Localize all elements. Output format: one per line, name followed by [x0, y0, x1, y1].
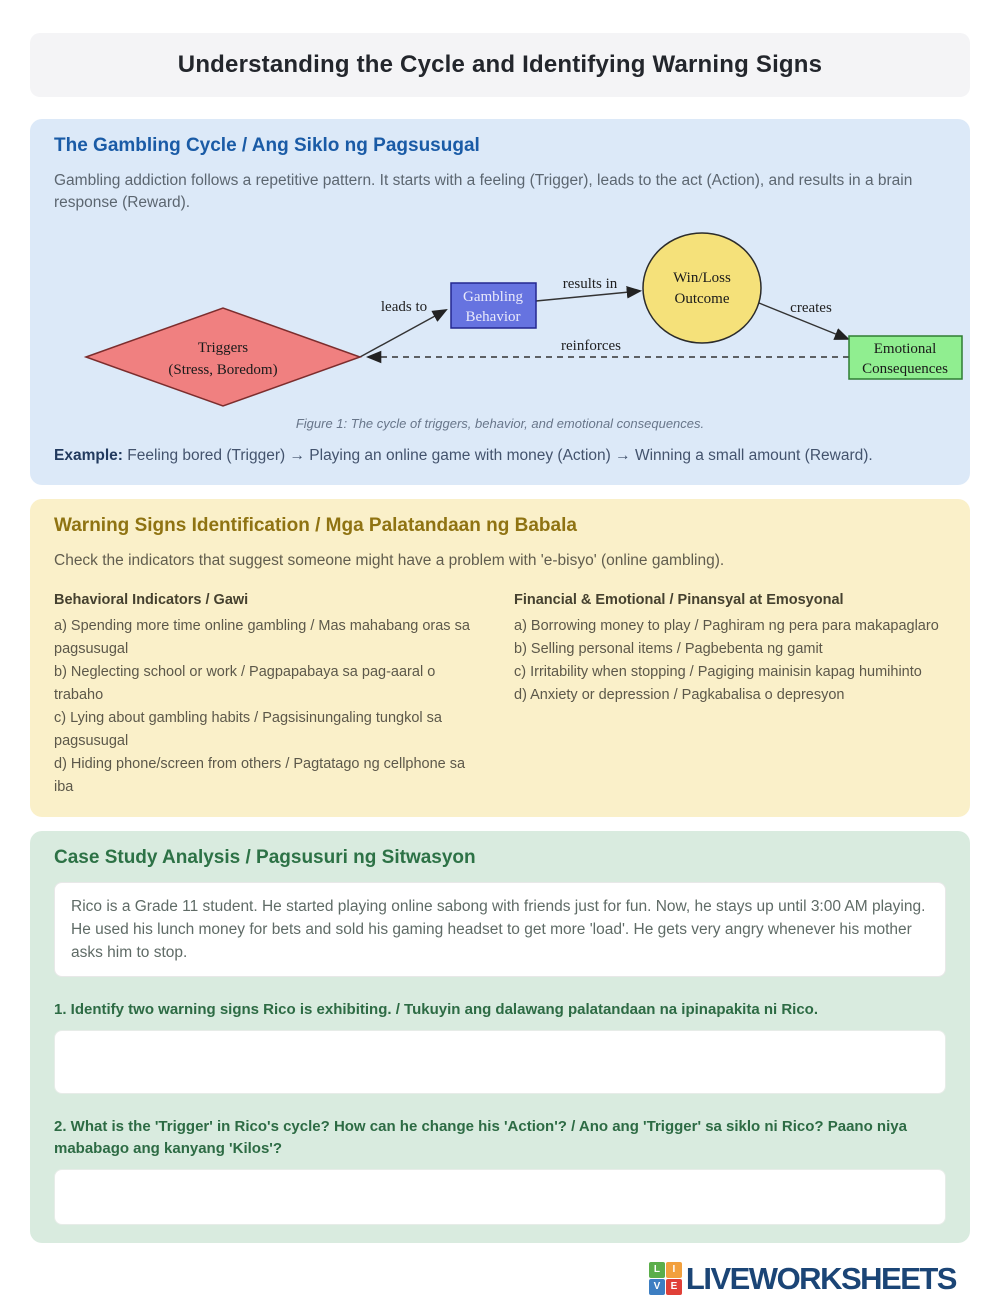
case-study-text: Rico is a Grade 11 student. He started p… [71, 897, 926, 962]
page-title: Understanding the Cycle and Identifying … [177, 51, 823, 78]
edge-label-reinforces: reinforces [561, 338, 621, 354]
behavioral-item-a: a) Spending more time online gambling / … [54, 618, 470, 658]
node-triggers-shape [83, 307, 363, 407]
liveworksheets-wordmark: LIVEWORKSHEETS [685, 1260, 958, 1296]
logo-cell-i: I [665, 1262, 682, 1279]
behavioral-column-header: Behavioral Indicators / Gawi [54, 592, 249, 609]
edge-label-creates: creates [790, 300, 832, 316]
warning-columns: Behavioral Indicators / Gawi a) Spending… [54, 592, 946, 798]
example-text: Feeling bored (Trigger) → Playing an onl… [127, 447, 873, 464]
node-gambling-behavior-label: Gambling [463, 289, 523, 305]
financial-emotional-column: Financial & Emotional / Pinansyal at Emo… [514, 592, 946, 798]
section-warning-signs: Warning Signs Identification / Mga Palat… [30, 499, 970, 817]
node-triggers-label: Triggers [198, 340, 248, 356]
logo-cell-l: L [648, 1262, 665, 1279]
edge-results-in [535, 286, 643, 302]
answer-input-2[interactable] [54, 1168, 946, 1225]
node-win-loss-shape [642, 232, 762, 344]
worksheet-title-card: Understanding the Cycle and Identifying … [30, 33, 970, 97]
answer-input-1[interactable] [54, 1030, 946, 1095]
gambling-cycle-diagram: leads to results in creates reinforces T… [83, 232, 963, 407]
node-triggers-label: (Stress, Boredom) [168, 362, 277, 378]
cycle-heading: The Gambling Cycle / Ang Siklo ng Pagsus… [54, 135, 480, 156]
case-study-heading: Case Study Analysis / Pagsusuri ng Sitwa… [54, 846, 476, 868]
edge-creates [758, 302, 850, 340]
behavioral-item-b: b) Neglecting school or work / Pagpapaba… [54, 664, 436, 704]
section-case-study: Case Study Analysis / Pagsusuri ng Sitwa… [30, 830, 970, 1243]
node-gambling-behavior-label: Behavior [466, 309, 521, 325]
node-gambling-behavior-shape [450, 282, 537, 329]
financial-item-b: b) Selling personal items / Pagbebenta n… [514, 641, 823, 658]
financial-item-c: c) Irritability when stopping / Pagiging… [514, 664, 922, 681]
behavioral-item-d: d) Hiding phone/screen from others / Pag… [54, 755, 466, 795]
node-win-loss-label: Win/Loss [673, 270, 731, 286]
node-emotional-consequences-label: Consequences [862, 361, 948, 377]
behavioral-indicators-column: Behavioral Indicators / Gawi a) Spending… [54, 592, 486, 798]
financial-item-a: a) Borrowing money to play / Paghiram ng… [514, 618, 939, 635]
node-emotional-consequences-shape [848, 335, 963, 380]
case-study-text-box: Rico is a Grade 11 student. He started p… [54, 881, 946, 978]
logo-cell-v: V [648, 1279, 665, 1296]
cycle-example: Example: Feeling bored (Trigger) → Playi… [54, 445, 946, 467]
node-emotional-consequences-label: Emotional [874, 341, 937, 357]
example-label: Example: [54, 447, 123, 464]
figure-caption: Figure 1: The cycle of triggers, behavio… [295, 416, 705, 431]
warning-intro: Check the indicators that suggest someon… [54, 552, 725, 570]
edge-label-leads-to: leads to [381, 299, 427, 315]
warning-heading: Warning Signs Identification / Mga Palat… [54, 515, 577, 537]
edge-label-results-in: results in [563, 276, 618, 292]
node-win-loss-label: Outcome [675, 291, 730, 307]
edge-leads-to [359, 308, 448, 358]
question-1-label: 1. Identify two warning signs Rico is ex… [54, 1001, 819, 1019]
section-gambling-cycle: The Gambling Cycle / Ang Siklo ng Pagsus… [30, 119, 970, 486]
behavioral-item-c: c) Lying about gambling habits / Pagsisi… [54, 710, 442, 749]
logo-cell-e: E [665, 1279, 682, 1296]
question-2-label: 2. What is the 'Trigger' in Rico's cycle… [54, 1118, 907, 1157]
cycle-intro: Gambling addiction follows a repetitive … [54, 172, 913, 211]
liveworksheets-logo-icon: L I V E [648, 1262, 682, 1296]
financial-item-d: d) Anxiety or depression / Pagkabalisa o… [514, 687, 845, 704]
footer: L I V E LIVEWORKSHEETS [30, 1257, 970, 1297]
financial-column-header: Financial & Emotional / Pinansyal at Emo… [514, 592, 844, 609]
